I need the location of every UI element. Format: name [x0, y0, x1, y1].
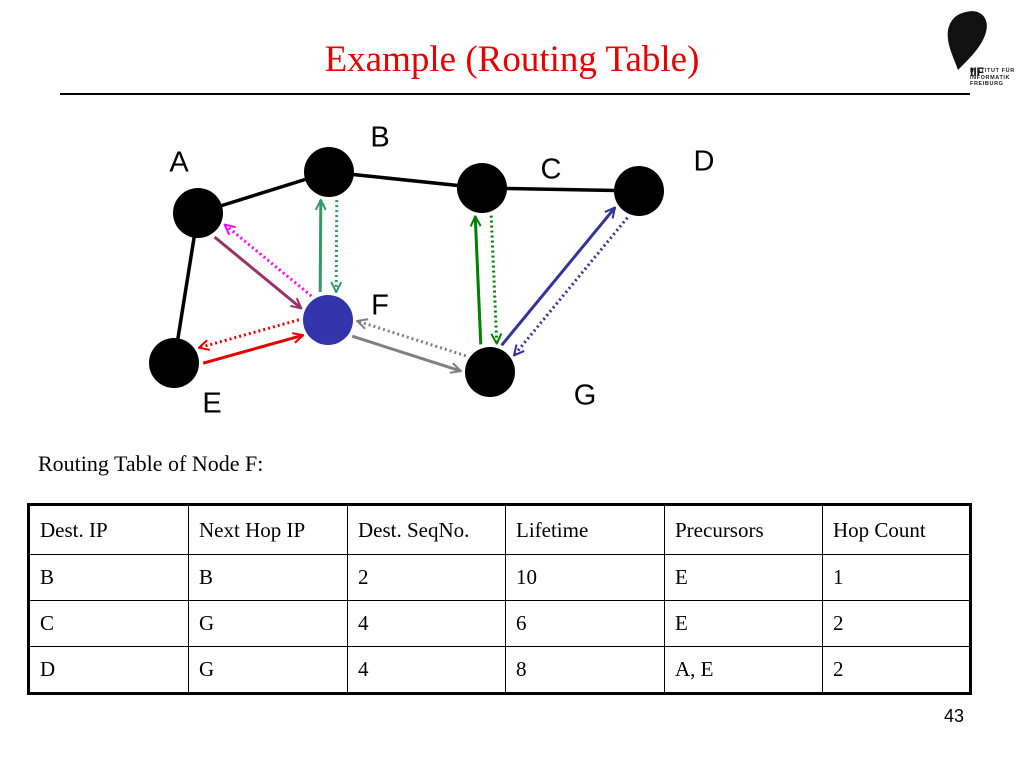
arrow-c-to-g	[489, 215, 497, 344]
table-cell: 6	[505, 600, 665, 647]
node-c	[457, 163, 507, 213]
table-row: C G 4 6 E 2	[28, 600, 971, 647]
links-layer	[175, 172, 617, 341]
arrow-b-to-f	[336, 200, 337, 292]
col-dest-seqno: Dest. SeqNo.	[347, 504, 506, 555]
arrow-g-to-d	[500, 208, 615, 347]
table-cell: A, E	[664, 646, 823, 694]
table-row: D G 4 8 A, E 2	[28, 646, 971, 694]
page-title: Example (Routing Table)	[324, 39, 700, 80]
link-a-e	[175, 235, 197, 341]
node-b	[304, 147, 354, 197]
table-header-row: Dest. IP Next Hop IP Dest. SeqNo. Lifeti…	[28, 504, 971, 555]
link-b-c	[351, 172, 460, 188]
table-cell: E	[664, 554, 823, 601]
table-cell: C	[28, 600, 189, 647]
col-precursors: Precursors	[664, 504, 823, 555]
logo-org-name: INSTITUT FÜR INFORMATIK FREIBURG	[970, 68, 1015, 87]
node-label-e: E	[202, 388, 221, 420]
arrow-a-to-f	[213, 235, 302, 308]
table-cell: D	[28, 646, 189, 694]
table-cell: 4	[347, 646, 506, 694]
table-cell: 10	[505, 554, 665, 601]
node-label-c: C	[541, 154, 562, 186]
institute-logo: IIF	[947, 11, 987, 79]
arrow-e-to-f	[202, 335, 303, 365]
node-e	[149, 338, 199, 388]
node-label-d: D	[694, 146, 715, 178]
col-dest-ip: Dest. IP	[28, 504, 189, 555]
node-label-g: G	[574, 380, 597, 412]
logo-mark: IIF	[970, 65, 984, 79]
logo-swoosh-icon	[947, 11, 987, 70]
table-cell: 1	[822, 554, 971, 601]
routing-table: Dest. IP Next Hop IP Dest. SeqNo. Lifeti…	[27, 503, 972, 695]
link-a-b	[219, 177, 308, 208]
arrows-layer	[199, 200, 629, 371]
table-cell: G	[188, 600, 348, 647]
node-label-b: B	[370, 122, 389, 154]
table-cell: B	[188, 554, 348, 601]
col-next-hop-ip: Next Hop IP	[188, 504, 348, 555]
node-label-a: A	[169, 147, 189, 179]
arrow-f-to-g	[351, 334, 461, 371]
table-cell: B	[28, 554, 189, 601]
table-cell: 2	[822, 646, 971, 694]
table-caption: Routing Table of Node F:	[38, 451, 264, 476]
table-cell: 4	[347, 600, 506, 647]
table-cell: 2	[822, 600, 971, 647]
node-label-f: F	[371, 290, 389, 322]
network-diagram: A B C D E F G	[149, 122, 714, 420]
page-number: 43	[943, 706, 964, 726]
link-c-d	[504, 186, 617, 193]
arrow-f-to-b	[320, 200, 321, 292]
title-divider	[60, 93, 970, 95]
node-a	[173, 188, 223, 238]
arrow-d-to-g	[514, 216, 629, 356]
table-cell: 8	[505, 646, 665, 694]
node-g	[465, 347, 515, 397]
table-cell: E	[664, 600, 823, 647]
arrow-g-to-c	[475, 216, 483, 345]
table-cell: G	[188, 646, 348, 694]
table-row: B B 2 10 E 1	[28, 554, 971, 601]
node-f	[303, 295, 353, 345]
labels-layer: A B C D E F G	[169, 122, 714, 420]
node-d	[614, 166, 664, 216]
col-lifetime: Lifetime	[505, 504, 665, 555]
col-hop-count: Hop Count	[822, 504, 971, 555]
arrow-f-to-a	[225, 225, 313, 298]
arrow-g-to-f	[357, 321, 467, 358]
table-cell: 2	[347, 554, 506, 601]
nodes-layer	[149, 147, 664, 397]
arrow-f-to-e	[199, 318, 300, 348]
